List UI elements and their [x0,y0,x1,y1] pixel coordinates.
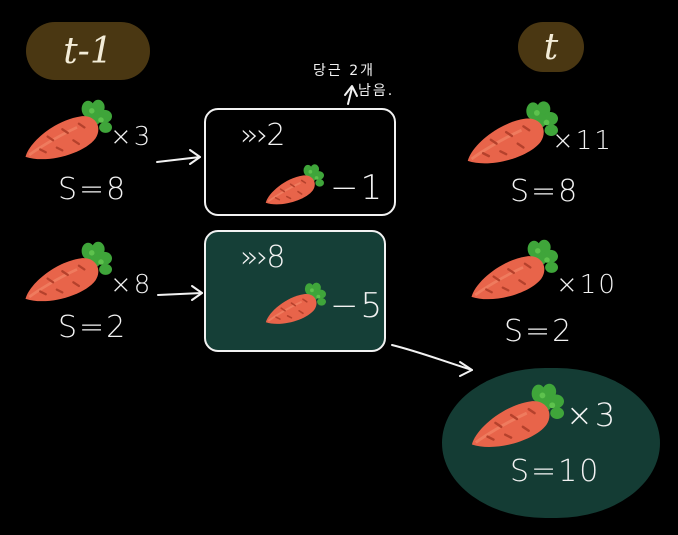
arrow-right-icon [391,344,473,377]
bottom-delta: −5 [330,286,385,326]
transform-box-bottom [204,230,386,352]
result-multiplier: ×3 [566,396,618,434]
transform-box-top [204,108,396,216]
result-seed: S=10 [510,454,601,489]
bottom-chevron-count: »›8 [240,240,285,275]
curr-time-badge: t [518,22,584,72]
left-top-seed: S=8 [58,172,128,207]
prev-time-label: t-1 [63,30,113,72]
right-top-multiplier: ×11 [552,126,613,156]
right-middle-multiplier: ×10 [556,270,617,300]
arrow-right-icon [157,285,203,301]
right-top-seed: S=8 [510,174,580,209]
prev-time-badge: t-1 [26,22,150,80]
left-bottom-seed: S=2 [58,310,128,345]
left-bottom-multiplier: ×8 [110,270,153,300]
arrow-up-icon [344,85,358,105]
right-middle-seed: S=2 [504,314,574,349]
note-line-2: 남음. [358,83,395,99]
arrow-right-icon [156,149,201,165]
top-chevron-count: »›2 [240,118,285,153]
left-top-multiplier: ×3 [110,122,153,152]
curr-time-label: t [543,26,559,68]
top-delta: −1 [330,168,385,208]
note-line-1: 당근 2개 [313,63,375,79]
